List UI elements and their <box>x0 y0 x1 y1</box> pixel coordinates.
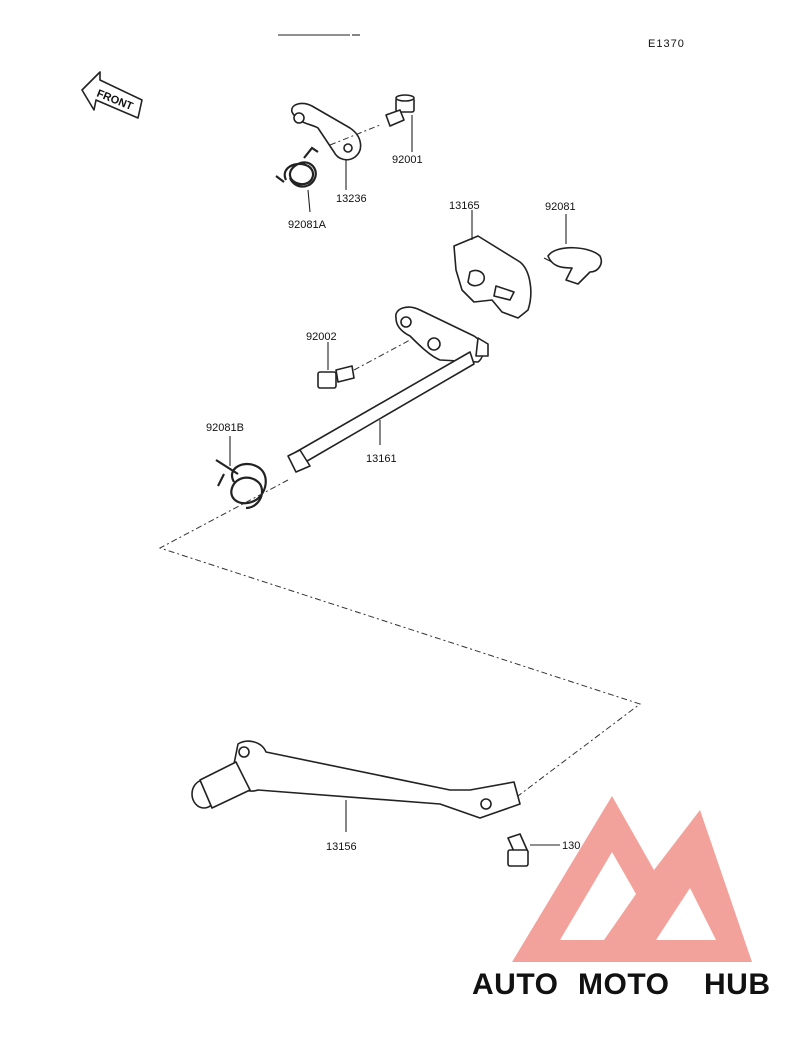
part-92081A-spring <box>275 146 319 188</box>
part-92081-circlip <box>543 246 603 285</box>
label-92081A: 92081A <box>288 219 327 231</box>
part-130-bolt <box>507 833 529 867</box>
part-13161-shaft <box>287 306 489 473</box>
label-13161: 13161 <box>366 453 397 465</box>
part-13165-plate <box>453 235 532 319</box>
reference-code: E1370 <box>648 38 685 50</box>
automotohub-logo <box>512 796 752 962</box>
part-13236-arm <box>291 102 362 161</box>
label-92001: 92001 <box>392 154 423 166</box>
label-13156: 13156 <box>326 841 357 853</box>
label-92081: 92081 <box>545 201 576 213</box>
part-92081B-spring <box>215 459 267 510</box>
part-92002-bolt <box>317 365 355 389</box>
assembly-dashed-line <box>158 479 642 803</box>
label-92081B: 92081B <box>206 422 244 434</box>
part-13156-pedal <box>191 740 521 819</box>
brand-auto: AUTO <box>472 968 558 1001</box>
brand-hub: HUB <box>704 968 771 1001</box>
label-92002: 92002 <box>306 331 337 343</box>
label-130: 130 <box>562 840 580 852</box>
brand-moto: MOTO <box>578 968 669 1001</box>
label-13165: 13165 <box>449 200 480 212</box>
part-92001-bolt <box>385 94 415 127</box>
label-13236: 13236 <box>336 193 367 205</box>
front-arrow-icon: FRONT <box>81 71 143 119</box>
